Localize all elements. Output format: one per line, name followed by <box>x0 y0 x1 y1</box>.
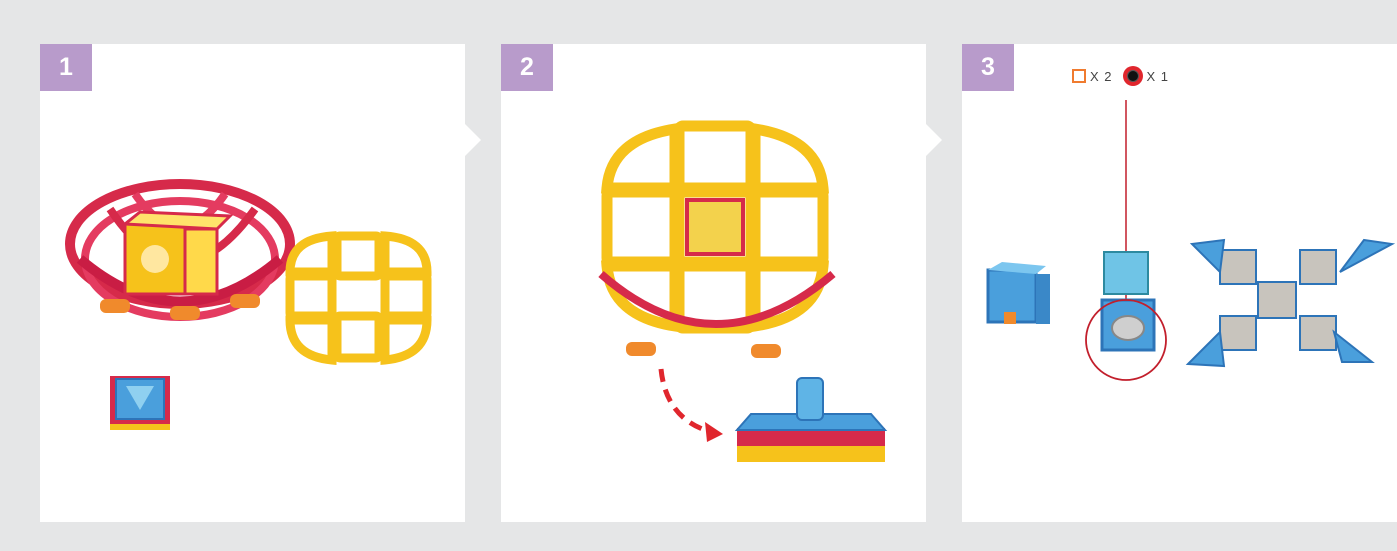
step-2-illustration <box>501 44 926 522</box>
step-2-arrow-notch <box>926 124 942 156</box>
small-square-stack <box>110 376 170 430</box>
yellow-cube <box>125 212 230 294</box>
yellow-ring-frame <box>290 236 427 360</box>
spinner-base <box>737 378 885 462</box>
step-2-panel: 2 <box>501 44 926 522</box>
step-1-arrow-notch <box>465 124 481 156</box>
magnet-cube <box>1102 252 1154 350</box>
step-1-illustration <box>40 44 465 522</box>
blue-cube <box>988 262 1050 324</box>
step-3-panel: 3 X 2 X 1 <box>962 44 1397 522</box>
dashed-arrow <box>661 369 711 432</box>
blue-cross-net <box>1188 240 1392 366</box>
step-3-illustration <box>962 44 1397 522</box>
step-1-panel: 1 <box>40 44 465 522</box>
dome-feet <box>626 342 781 358</box>
